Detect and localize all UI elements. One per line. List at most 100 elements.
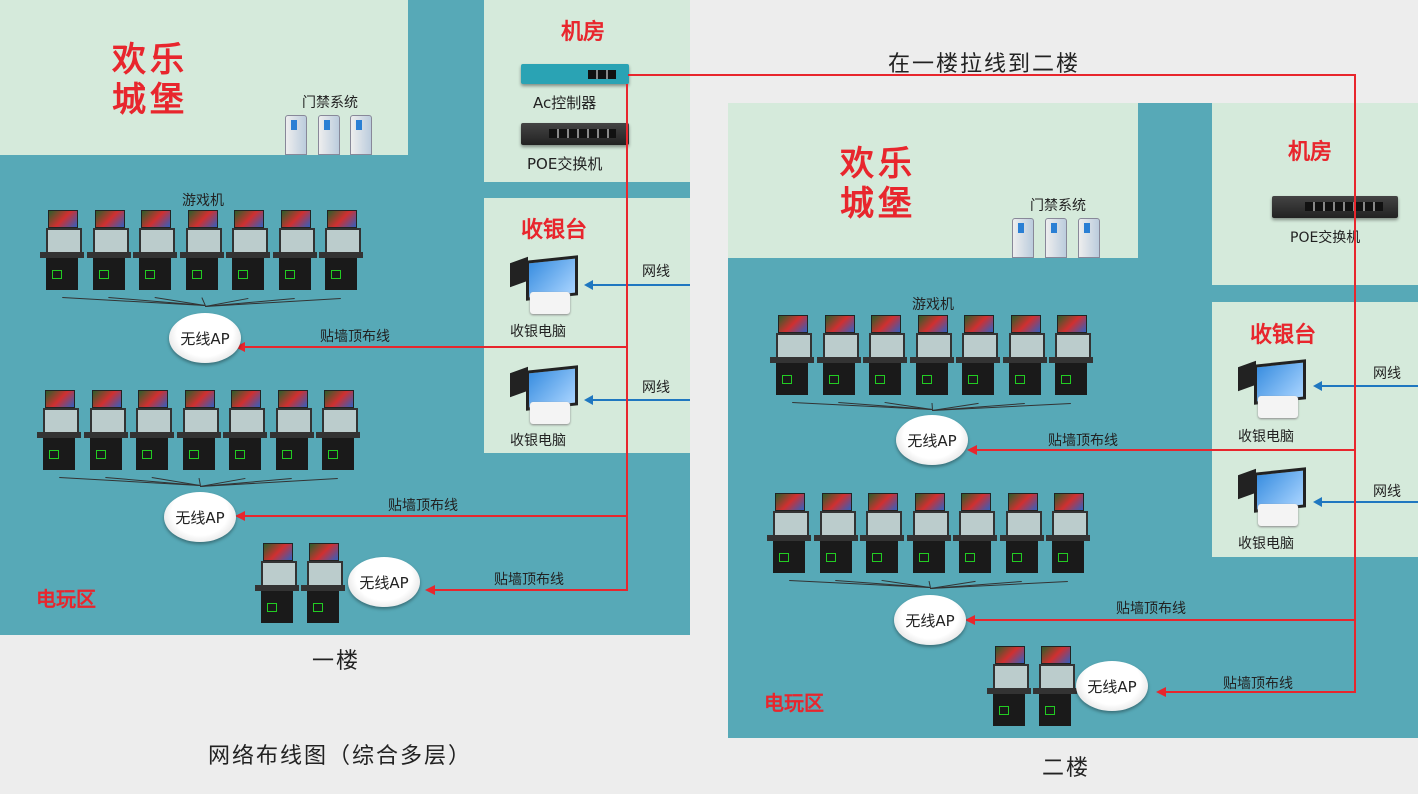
floor2-cashier-pc-label: 收银电脑 — [1238, 429, 1294, 445]
floor1-entrance-area — [0, 0, 408, 155]
arrow-icon — [965, 615, 975, 625]
floor2-cashier-title: 收银台 — [1250, 323, 1317, 348]
floor1-cashier-title: 收银台 — [521, 218, 588, 243]
inter-floor-link-label: 在一楼拉线到二楼 — [888, 52, 1081, 77]
floor2-label: 二楼 — [1042, 756, 1091, 781]
floor2-brand-logo: 欢乐城堡 — [840, 144, 916, 224]
arcade-machine-icon — [179, 210, 224, 292]
floor1-cashier-pc-label: 收银电脑 — [510, 433, 566, 449]
floor2-wall-cable-label: 贴墙顶布线 — [1223, 676, 1293, 692]
floor1-wall-cable — [242, 515, 627, 517]
floor1-cashier-area — [484, 198, 690, 453]
arcade-machine-icon — [860, 493, 904, 575]
floor1-wall-cable — [242, 346, 627, 348]
arcade-machine-icon — [953, 493, 997, 575]
arcade-machine-icon — [816, 315, 861, 397]
diagram-title: 网络布线图（综合多层） — [208, 744, 473, 769]
arcade-machine-icon — [987, 646, 1031, 728]
floor1-zone-label: 电玩区 — [36, 587, 96, 611]
arcade-machine-icon — [301, 543, 345, 625]
arcade-machine-icon — [255, 543, 299, 625]
floor2-cable-label: 网线 — [1373, 366, 1401, 382]
floor2-poe-switch-label: POE交换机 — [1290, 230, 1361, 246]
floor2-wireless-ap: 无线AP — [1076, 661, 1148, 711]
floor2-machine-room — [1212, 103, 1418, 285]
arcade-machine-icon — [40, 210, 84, 292]
arrow-icon — [967, 445, 977, 455]
arcade-machine-icon — [316, 390, 360, 472]
arcade-machine-icon — [83, 390, 128, 472]
arcade-machine-icon — [226, 210, 270, 292]
floor2-poe-switch-icon — [1272, 196, 1398, 218]
floor1-wall-cable-label: 贴墙顶布线 — [320, 329, 390, 345]
floor1-machine-room — [484, 0, 690, 182]
floor1-cable-label: 网线 — [642, 264, 670, 280]
floor2-wall-cable-label: 贴墙顶布线 — [1048, 433, 1118, 449]
floor1-network-cable — [590, 284, 690, 286]
ac-controller-label: Ac控制器 — [533, 94, 597, 112]
arcade-machine-icon — [272, 210, 317, 292]
floor1-brand-logo: 欢乐城堡 — [112, 40, 188, 120]
floor2-wall-cable-label: 贴墙顶布线 — [1116, 601, 1186, 617]
arcade-machine-icon — [906, 493, 951, 575]
arcade-machine-icon — [37, 390, 81, 472]
arrow-icon — [584, 280, 593, 290]
arcade-machine-icon — [223, 390, 267, 472]
floor1-wireless-ap: 无线AP — [164, 492, 236, 542]
floor2-red-trunk — [1354, 74, 1356, 693]
arcade-machine-icon — [1046, 493, 1090, 575]
arcade-machine-icon — [319, 210, 363, 292]
floor2-cashier-pc-label: 收银电脑 — [1238, 536, 1294, 552]
floor1-machine-room-title: 机房 — [561, 20, 606, 45]
floor2-wireless-ap: 无线AP — [896, 415, 968, 465]
floor2-wall-cable — [972, 619, 1355, 621]
floor1-red-trunk — [626, 84, 628, 591]
floor1-cashier-pc-icon — [508, 254, 580, 316]
floor1-wireless-ap: 无线AP — [169, 313, 241, 363]
floor1-game-label: 游戏机 — [182, 193, 224, 209]
arcade-machine-icon — [269, 390, 314, 472]
floor2-cashier-pc-icon — [1236, 466, 1308, 528]
floor2-network-cable — [1320, 385, 1418, 387]
floor1-cashier-pc-icon — [508, 364, 580, 426]
arrow-icon — [584, 395, 593, 405]
floor1-gate-label: 门禁系统 — [302, 95, 358, 111]
arrow-icon — [425, 585, 435, 595]
floor2-game-label: 游戏机 — [912, 297, 954, 313]
floor1-cashier-pc-label: 收银电脑 — [510, 324, 566, 340]
ac-controller-icon — [521, 64, 629, 84]
arcade-machine-icon — [956, 315, 1000, 397]
floor2-network-cable — [1320, 501, 1418, 503]
arcade-machine-icon — [1002, 315, 1047, 397]
floor1-label: 一楼 — [312, 649, 361, 674]
arrow-icon — [235, 342, 245, 352]
arcade-machine-icon — [813, 493, 858, 575]
floor2-entrance-area — [728, 103, 1138, 258]
floor2-cashier-pc-icon — [1236, 358, 1308, 420]
arcade-machine-icon — [1033, 646, 1077, 728]
arcade-machine-icon — [909, 315, 954, 397]
floor1-wall-cable — [432, 589, 627, 591]
inter-floor-cable — [628, 74, 1356, 76]
floor1-wall-cable-label: 贴墙顶布线 — [494, 572, 564, 588]
floor1-poe-switch-icon — [521, 123, 629, 145]
arcade-machine-icon — [130, 390, 174, 472]
arrow-icon — [235, 511, 245, 521]
floor1-wall-cable-label: 贴墙顶布线 — [388, 498, 458, 514]
floor2-cable-label: 网线 — [1373, 484, 1401, 500]
arcade-machine-icon — [770, 315, 814, 397]
arcade-machine-icon — [176, 390, 221, 472]
arrow-icon — [1156, 687, 1166, 697]
arcade-machine-icon — [999, 493, 1044, 575]
floor2-wall-cable — [974, 449, 1355, 451]
arcade-machine-icon — [133, 210, 177, 292]
floor2-wireless-ap: 无线AP — [894, 595, 966, 645]
arrow-icon — [1313, 381, 1322, 391]
floor2-wall-cable — [1163, 691, 1355, 693]
floor2-cashier-area — [1212, 302, 1418, 557]
floor2-zone-label: 电玩区 — [764, 691, 824, 715]
floor1-network-cable — [590, 399, 690, 401]
arcade-machine-icon — [767, 493, 811, 575]
arcade-machine-icon — [863, 315, 907, 397]
floor1-cable-label: 网线 — [642, 380, 670, 396]
